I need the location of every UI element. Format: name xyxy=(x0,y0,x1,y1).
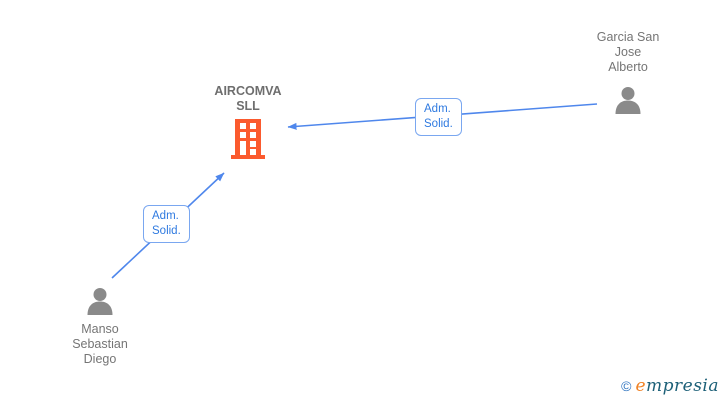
edge-label-manso-company[interactable]: Adm. Solid. xyxy=(143,205,190,243)
building-icon xyxy=(231,119,265,159)
company-name: AIRCOMVA SLL xyxy=(214,84,282,113)
person-node-manso[interactable]: Manso Sebastian Diego xyxy=(40,287,160,367)
empresia-logo[interactable]: © empresia xyxy=(621,376,719,396)
person-icon xyxy=(85,287,115,315)
copyright-icon: © xyxy=(621,378,632,394)
person-node-garcia[interactable]: Garcia San Jose Alberto xyxy=(568,30,688,114)
company-node-aircomva[interactable]: AIRCOMVA SLL xyxy=(202,84,294,159)
edge-label-garcia-company[interactable]: Adm. Solid. xyxy=(415,98,462,136)
person-name: Manso Sebastian Diego xyxy=(72,322,128,366)
brand-wordmark: empresia xyxy=(635,376,719,396)
person-icon xyxy=(613,86,643,114)
person-name: Garcia San Jose Alberto xyxy=(596,30,660,74)
